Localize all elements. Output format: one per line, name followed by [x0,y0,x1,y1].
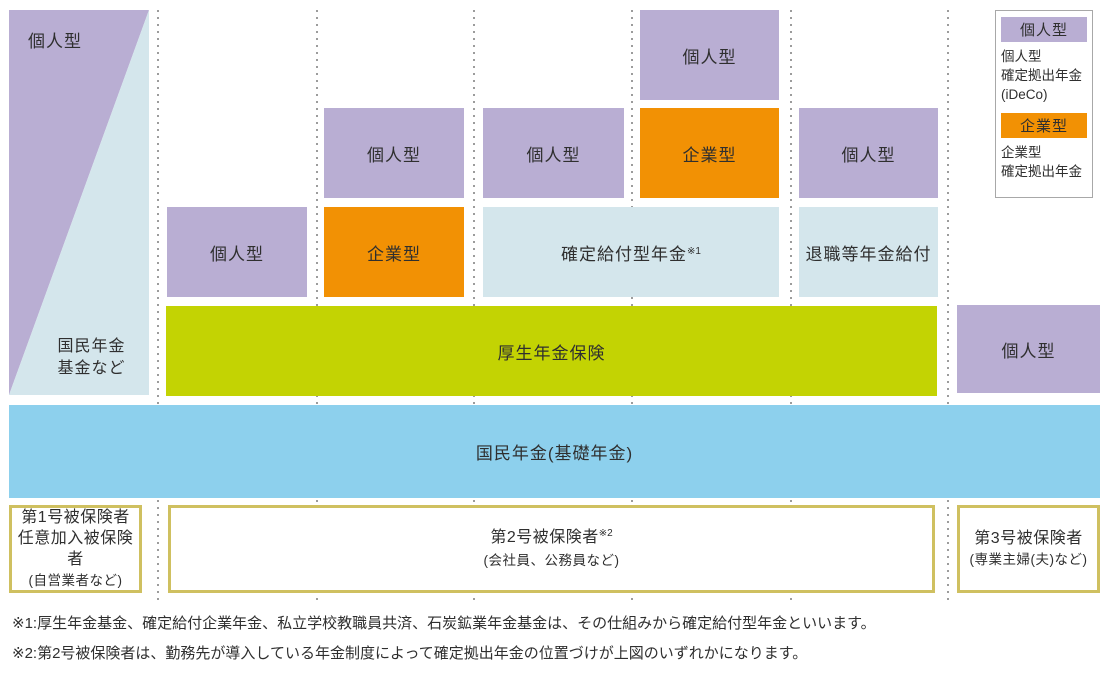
box-personal-dc-col2: 個人型 [167,207,307,297]
box-defined-benefit-pension: 確定給付型年金※1 [483,207,779,297]
footnote-ref-2: ※2 [598,528,613,539]
box-personal-dc-col6: 個人型 [799,108,938,198]
column-divider [157,10,159,601]
column-divider [790,10,792,601]
label-personal-type: 個人型 [28,32,82,51]
box-personal-dc-col3: 個人型 [324,108,464,198]
column-divider [947,10,949,601]
column-divider [473,10,475,601]
category-box-insured-3: 第3号被保険者 (専業主婦(夫)など) [957,505,1100,593]
box-personal-dc-col4: 個人型 [483,108,624,198]
legend-desc-personal: 個人型 確定拠出年金 (iDeCo) [1001,49,1082,102]
bar-kosei-nenkin: 厚生年金保険 [166,306,937,396]
legend: 個人型 個人型 確定拠出年金 (iDeCo) 企業型 企業型 確定拠出年金 [995,10,1093,198]
box-personal-dc-col7: 個人型 [957,305,1100,393]
bar-kokumin-nenkin: 国民年金(基礎年金) [9,405,1100,498]
footnote-1: ※1:厚生年金基金、確定給付企業年金、私立学校教職員共済、石炭鉱業年金基金は、そ… [12,615,876,632]
footnote-ref-1: ※1 [687,245,701,257]
block-self-employed-column: 個人型 国民年金 基金など [9,10,149,395]
box-corporate-dc-col3: 企業型 [324,207,464,297]
legend-desc-corporate: 企業型 確定拠出年金 [1001,145,1082,179]
category-box-insured-2: 第2号被保険者※2 (会社員、公務員など) [168,505,935,593]
box-personal-dc-col5: 個人型 [640,10,779,100]
box-corporate-dc-col5: 企業型 [640,108,779,198]
column-divider [316,10,318,601]
box-retirement-benefit-pension: 退職等年金給付 [799,207,938,297]
legend-chip-corporate: 企業型 [1001,113,1087,138]
footnote-2: ※2:第2号被保険者は、勤務先が導入している年金制度によって確定拠出年金の位置づ… [12,645,808,662]
legend-chip-personal: 個人型 [1001,17,1087,42]
category-box-insured-1: 第1号被保険者 任意加入被保険者 (自営業者など) [9,505,142,593]
diagonal-split-shape [9,10,149,395]
label-national-pension-fund: 国民年金 基金など [57,338,126,377]
column-divider [631,10,633,601]
footnotes: ※1:厚生年金基金、確定給付企業年金、私立学校教職員共済、石炭鉱業年金基金は、そ… [12,609,876,669]
